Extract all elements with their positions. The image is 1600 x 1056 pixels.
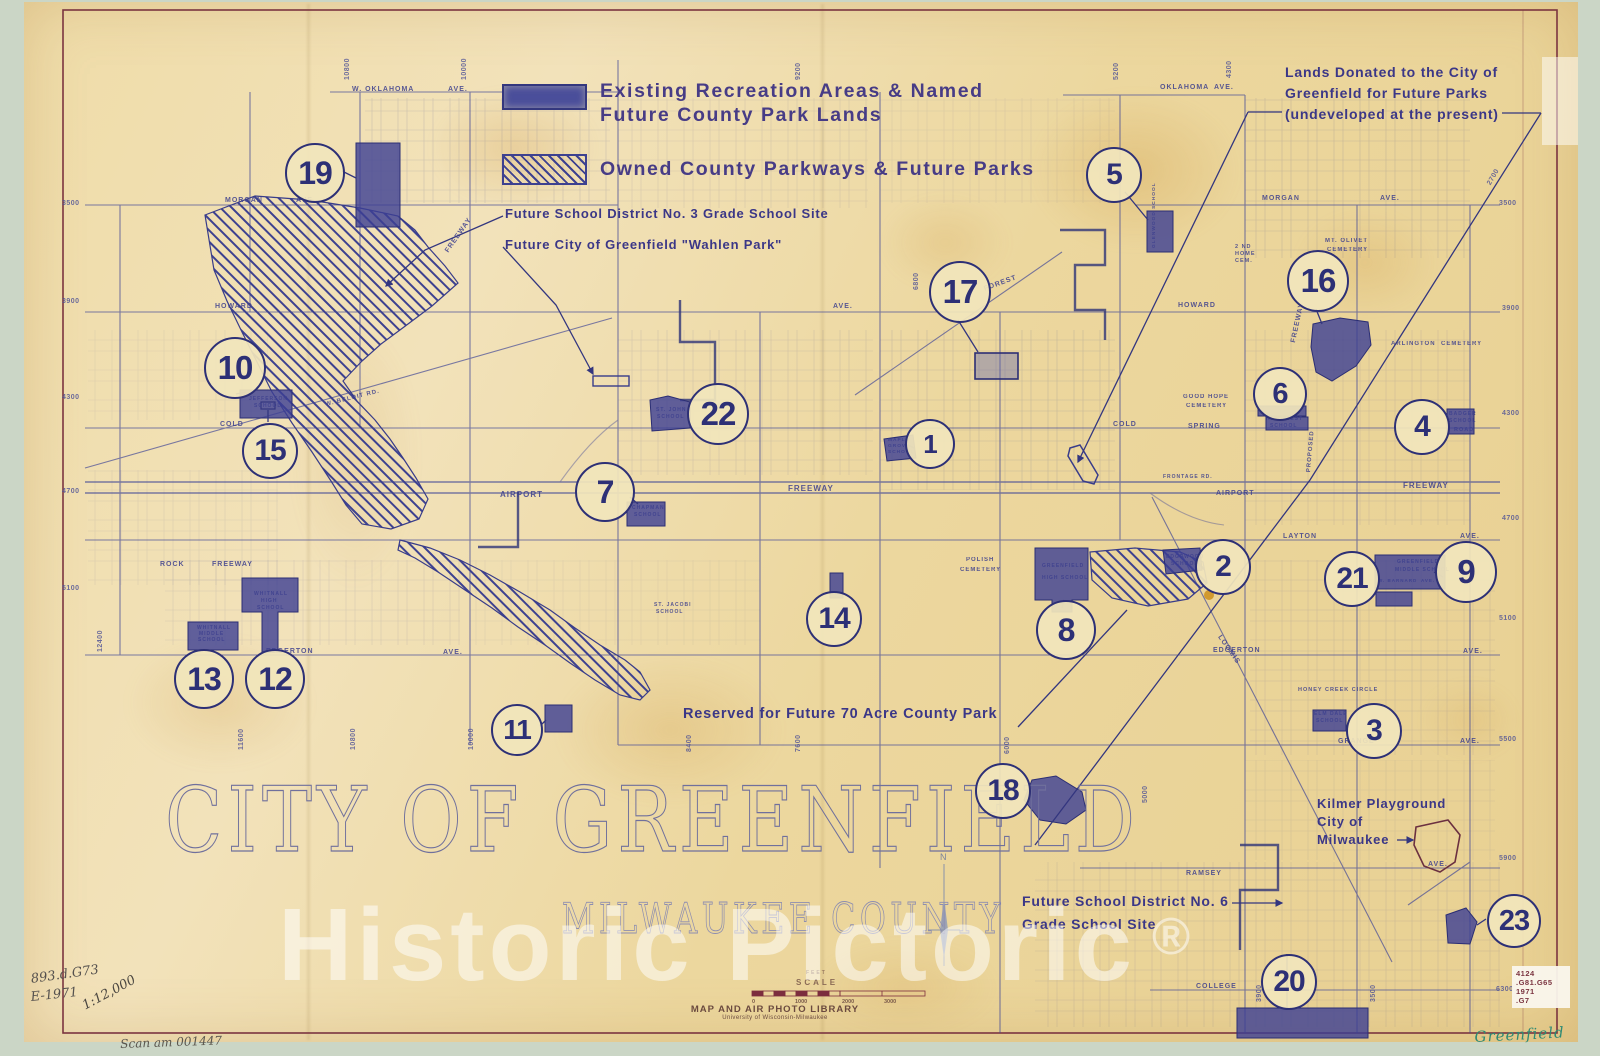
watermark-registered-mark: ®: [1151, 908, 1195, 966]
watermark-text: Historic Pictoric: [278, 887, 1136, 1002]
watermark: Historic Pictoric ®: [278, 886, 1194, 1004]
watermark-fragment: [1542, 57, 1578, 145]
